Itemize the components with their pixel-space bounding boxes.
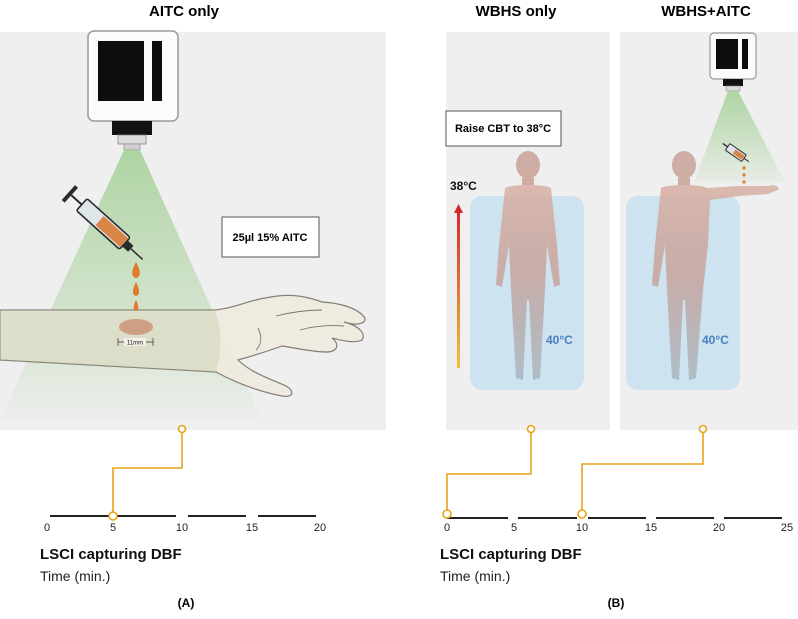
panel-b2-title: WBHS+AITC — [661, 3, 751, 20]
tick-label: 5 — [110, 522, 116, 534]
drop — [133, 300, 139, 311]
syringe-icon — [61, 185, 144, 260]
timeline-marker — [442, 509, 452, 519]
aitc-application-spot — [119, 319, 153, 335]
caption-lsci: LSCI capturing DBF — [440, 546, 582, 563]
body-silhouette — [496, 151, 560, 380]
tick-label: 15 — [645, 522, 657, 534]
target-temp-label: 38°C — [450, 179, 477, 193]
panel-letter-b: (B) — [608, 596, 625, 610]
timeline-marker — [108, 511, 118, 521]
bath-temp-label: 40°C — [702, 333, 729, 347]
body-silhouette-arm-raised — [652, 151, 779, 380]
syringe-icon — [722, 142, 750, 163]
connector-start-marker — [526, 424, 536, 434]
tick-label: 5 — [511, 522, 517, 534]
caption-time: Time (min.) — [440, 568, 510, 584]
connector-start-marker — [177, 424, 187, 434]
caption-lsci: LSCI capturing DBF — [40, 546, 182, 563]
tick-label: 0 — [44, 522, 50, 534]
arrow-head-icon — [454, 204, 463, 213]
instruction-label: Raise CBT to 38°C — [455, 123, 551, 135]
instruction-box — [445, 110, 562, 147]
dose-label: 25µl 15% AITC — [232, 232, 307, 244]
connector-line — [112, 430, 183, 516]
lsci-camera-icon — [87, 30, 179, 151]
temperature-rise-arrow — [457, 212, 460, 368]
connector-line — [581, 430, 704, 514]
drop — [742, 180, 746, 184]
tick-label: 25 — [781, 522, 793, 534]
panel-a-title: AITC only — [149, 3, 220, 20]
drop — [132, 262, 140, 278]
tick-label: 10 — [176, 522, 188, 534]
panel-b1-title: WBHS only — [476, 3, 557, 20]
connector-start-marker — [698, 424, 708, 434]
tick-label: 0 — [444, 522, 450, 534]
caption-time: Time (min.) — [40, 568, 110, 584]
dose-label-box — [221, 216, 320, 258]
drop — [742, 166, 746, 170]
drop — [742, 173, 746, 177]
lsci-camera-icon — [709, 32, 757, 92]
spot-size-marker — [117, 338, 154, 346]
spot-size-label: 11mm — [127, 341, 143, 347]
tick-label: 15 — [246, 522, 258, 534]
tick-label: 10 — [576, 522, 588, 534]
timeline-marker — [577, 509, 587, 519]
forearm-illustration — [0, 294, 366, 397]
laser-beam — [694, 91, 785, 182]
tick-label: 20 — [314, 522, 326, 534]
connector-line — [446, 430, 532, 514]
panel-letter-a: (A) — [178, 596, 195, 610]
drop — [133, 282, 139, 296]
tick-label: 20 — [713, 522, 725, 534]
bath-temp-label: 40°C — [546, 333, 573, 347]
